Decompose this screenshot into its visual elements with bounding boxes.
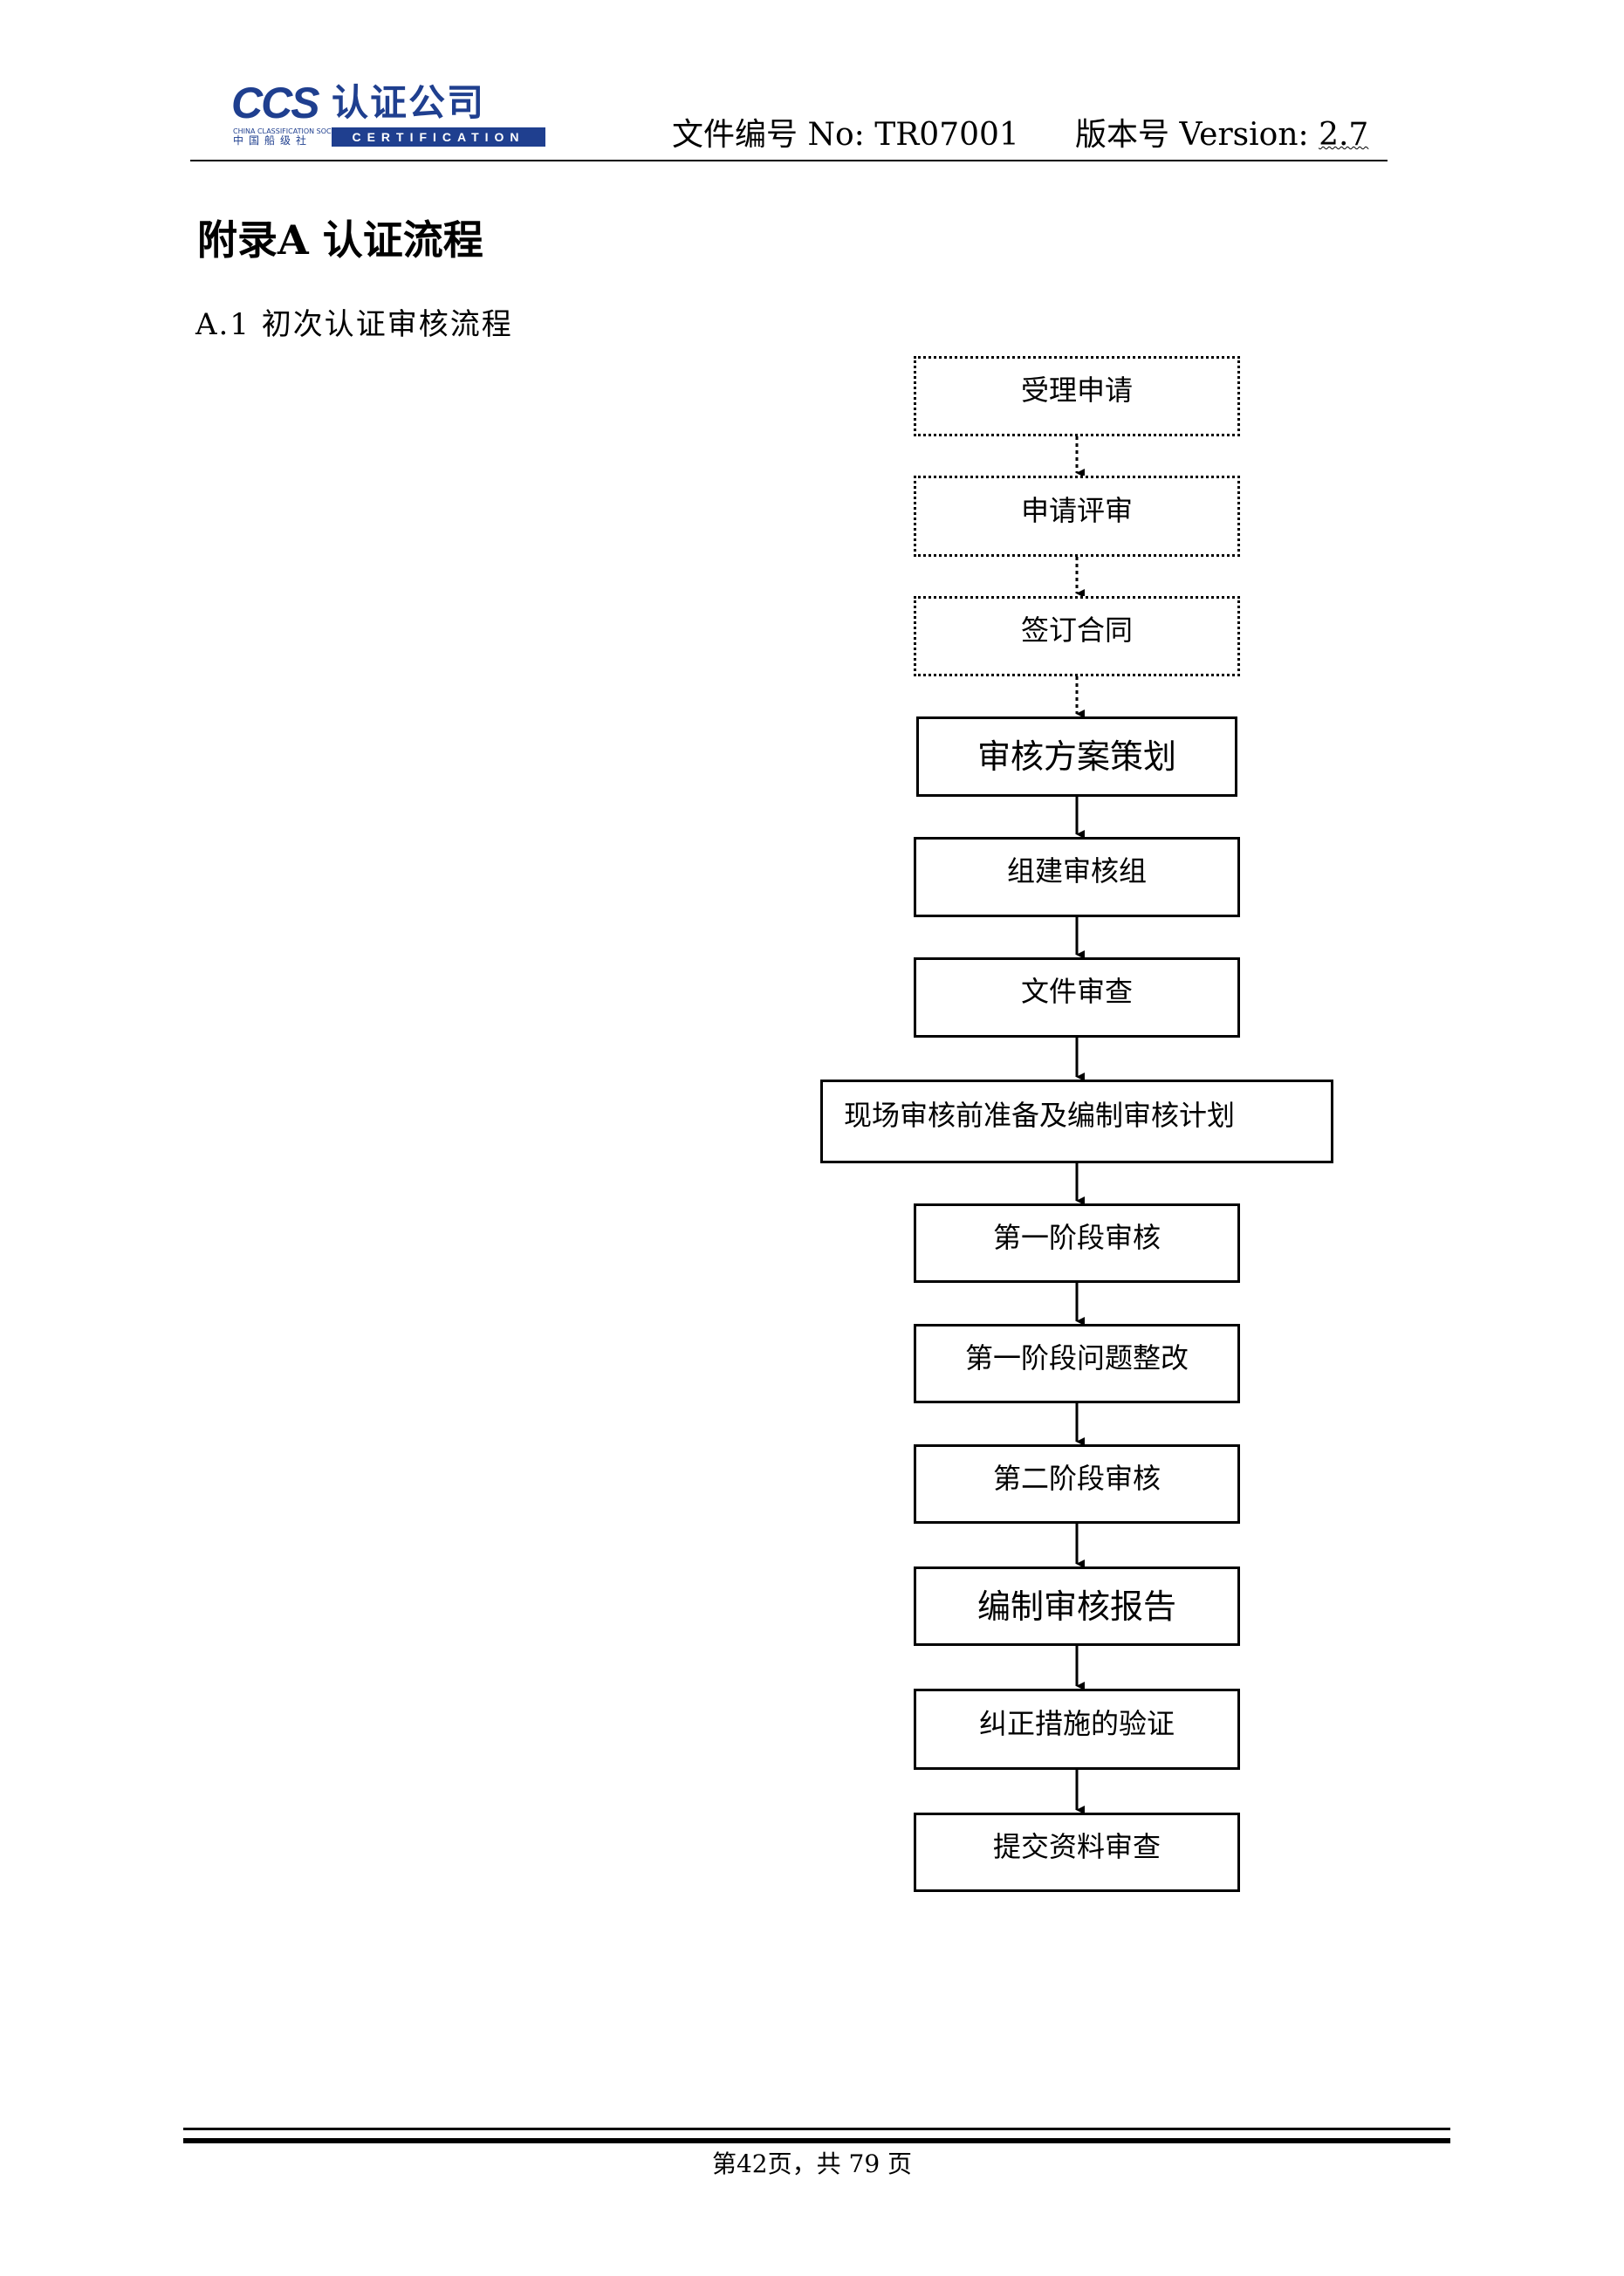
flow-step-label: 组建审核组 (1006, 854, 1147, 888)
logo-certification-bar: CERTIFICATION (332, 127, 545, 147)
flow-step-stage-two-audit: 第二阶段审核 (914, 1444, 1240, 1524)
flow-step-label: 纠正措施的验证 (978, 1706, 1175, 1740)
page-number: 第42页，共 79 页 (711, 2149, 913, 2178)
flow-step-accept-application: 受理申请 (914, 356, 1240, 436)
flow-step-stage-one-audit: 第一阶段审核 (914, 1203, 1240, 1283)
logo-chinese-text: 认证公司 (332, 81, 486, 124)
flow-step-label: 申请评审 (1020, 493, 1133, 527)
flow-step-sign-contract: 签订合同 (914, 596, 1240, 676)
flow-step-label: 签订合同 (1020, 614, 1133, 647)
flow-step-label: 编制审核报告 (976, 1587, 1176, 1626)
flow-step-corrective-action-verification: 纠正措施的验证 (914, 1689, 1240, 1770)
header-divider (190, 160, 1388, 161)
flow-step-stage-one-rectification: 第一阶段问题整改 (914, 1324, 1240, 1403)
footer-divider-thick (183, 2138, 1450, 2143)
logo-ccs-text: CCS (231, 79, 320, 127)
logo-sub-chinese: 中国船级社 (233, 134, 312, 147)
version-value: 2.7 (1319, 117, 1369, 153)
document-number: 文件编号 No: TR07001 (672, 117, 1019, 153)
flow-step-document-review: 文件审查 (914, 957, 1240, 1038)
flow-step-label: 第二阶段审核 (992, 1461, 1161, 1495)
version-info: 版本号 Version: 2.7 (1075, 115, 1368, 155)
appendix-title: 附录A 认证流程 (197, 216, 483, 264)
flow-step-audit-program-planning: 审核方案策划 (916, 716, 1237, 797)
section-title: A.1 初次认证审核流程 (195, 307, 513, 342)
flow-step-onsite-preparation: 现场审核前准备及编制审核计划 (820, 1080, 1333, 1163)
flow-step-label: 文件审查 (1020, 975, 1133, 1008)
flow-step-label: 受理申请 (1020, 374, 1133, 407)
flow-step-label: 第一阶段问题整改 (964, 1340, 1189, 1375)
flow-step-label: 提交资料审查 (992, 1829, 1161, 1863)
footer-divider-thin (183, 2128, 1450, 2130)
flow-step-submit-documents-review: 提交资料审查 (914, 1813, 1240, 1892)
logo-sub-english: CHINA CLASSIFICATION SOCIETY (233, 127, 346, 135)
ccs-certification-logo: CCS 认证公司 CHINA CLASSIFICATION SOCIETY 中国… (231, 80, 545, 150)
flow-step-label: 现场审核前准备及编制审核计划 (844, 1099, 1236, 1132)
version-label: 版本号 Version: (1075, 117, 1319, 153)
flow-step-label: 第一阶段审核 (992, 1220, 1161, 1254)
flow-step-form-audit-team: 组建审核组 (914, 837, 1240, 917)
flow-step-label: 审核方案策划 (976, 737, 1176, 776)
flow-step-application-review: 申请评审 (914, 476, 1240, 557)
flow-step-prepare-audit-report: 编制审核报告 (914, 1566, 1240, 1646)
